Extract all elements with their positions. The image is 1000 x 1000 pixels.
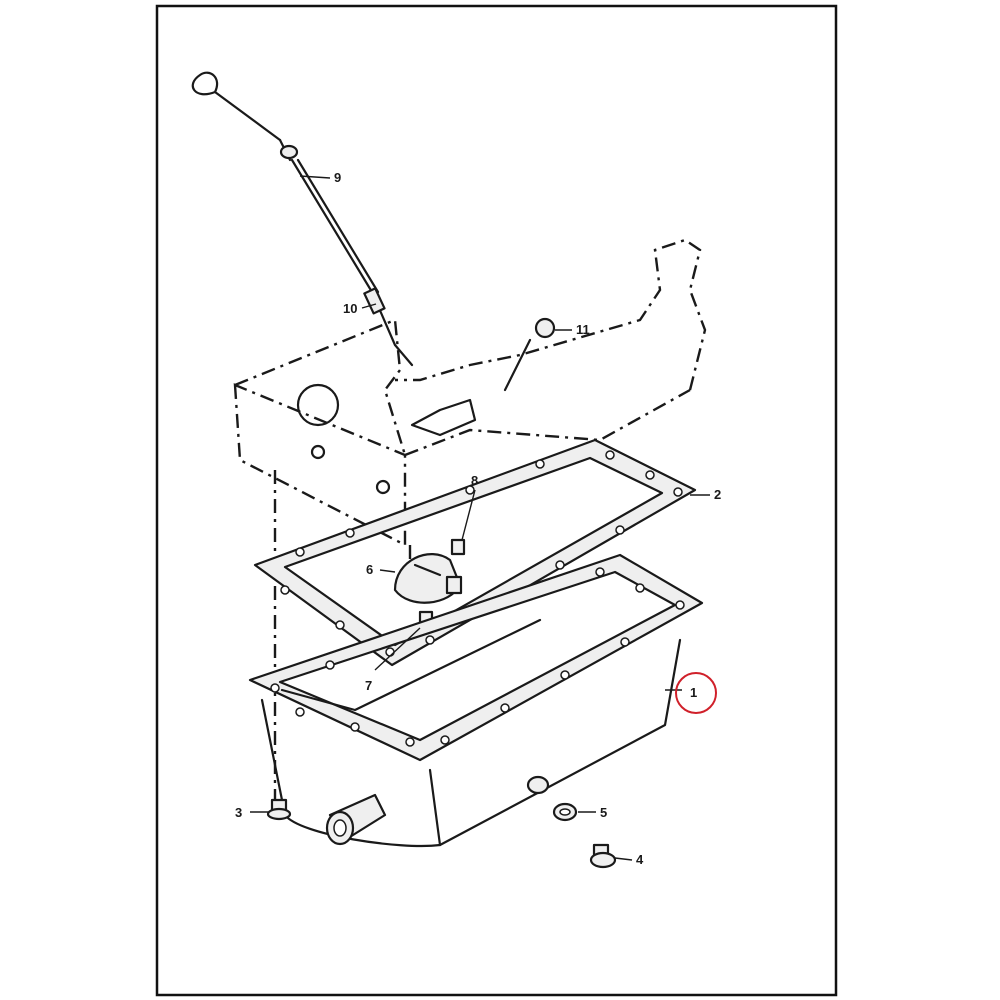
callout-2: 2	[714, 487, 721, 502]
callout-3: 3	[235, 805, 242, 820]
oil-pan-gasket	[253, 438, 697, 667]
dipstick	[191, 71, 414, 367]
engine-block-outline	[233, 238, 707, 800]
callout-9: 9	[334, 170, 341, 185]
callout-4: 4	[636, 852, 644, 867]
drain-plug-washer	[552, 802, 578, 822]
pan-bolt	[266, 798, 292, 821]
callout-11: 11	[576, 322, 590, 337]
callout-8: 8	[471, 473, 478, 488]
callout-7: 7	[365, 678, 372, 693]
callout-1: 1	[690, 685, 697, 700]
diagram-border	[155, 4, 838, 997]
callout-5: 5	[600, 805, 607, 820]
oil-pan	[248, 553, 704, 848]
leader-lines	[250, 175, 710, 861]
callout-labels: 1 2 3 4 5 6 7 8 9 10 11	[235, 170, 721, 867]
callout-6: 6	[366, 562, 373, 577]
callout-10: 10	[343, 301, 357, 316]
highlight-circle	[675, 672, 717, 714]
oil-pressure-sender	[503, 317, 556, 392]
drain-plug	[589, 843, 617, 869]
